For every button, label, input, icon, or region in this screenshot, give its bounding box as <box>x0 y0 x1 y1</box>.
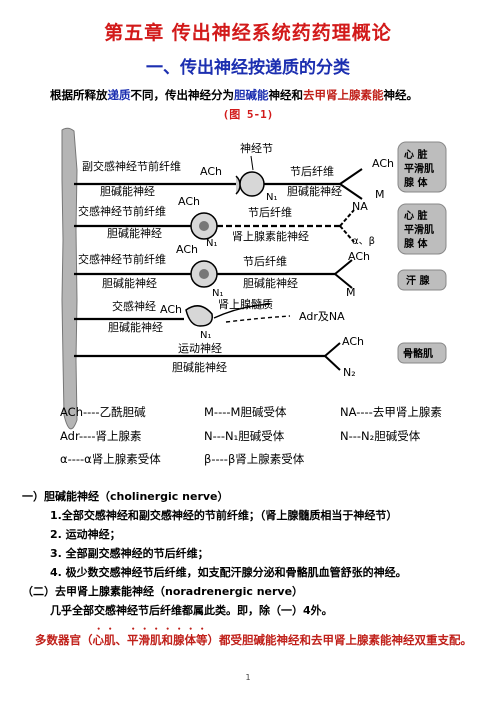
row2-post-label: 节后纤维 <box>248 206 292 219</box>
row4-post-label: 肾上腺髓质 <box>218 297 273 311</box>
row3-post-label: 节后纤维 <box>243 255 287 268</box>
row1-ach-post: ACh <box>372 157 394 170</box>
row5-pre-label: 运动神经 <box>178 341 222 355</box>
closing-part-a: 多数器官（ <box>35 633 93 647</box>
row2-receptor: α、β <box>352 236 375 247</box>
intro-highlight-adrenergic: 去甲肾上腺素能 <box>303 88 384 102</box>
row2-post-sub: 肾上腺素能神经 <box>232 229 309 243</box>
body-line-5: 4. 极少数交感神经节后纤维，如支配汗腺分泌和骨骼肌血管舒张的神经。 <box>50 566 407 579</box>
intro-part-3: 不同，传出神经分为 <box>130 88 235 102</box>
row4-pre-sub: 胆碱能神经 <box>108 320 163 334</box>
intro-highlight-transmitter: 递质 <box>107 88 131 102</box>
row4-post-sub: Adr及NA <box>299 310 345 323</box>
closing-organs-emphasis: 心肌、平滑肌和腺体等 <box>92 633 208 647</box>
row3-ach-pre: ACh <box>176 243 198 256</box>
row-1: 副交感神经节前纤维 胆碱能神经 ACh 神经节 N₁ 节后纤维 胆碱能神经 AC… <box>74 141 394 203</box>
body-line-2: 1.全部交感神经和副交感神经的节前纤维；（肾上腺髓质相当于神经节） <box>50 509 398 522</box>
organ-gland-1: 腺 体 <box>404 176 428 189</box>
legend-n1: N---N₁胆碱受体 <box>204 429 285 443</box>
row-3: 交感神经节前纤维 胆碱能神经 ACh N₁ 节后纤维 胆碱能神经 ACh M <box>74 243 370 299</box>
body-line-6: （二）去甲肾上腺素能神经（noradrenergic nerve） <box>22 585 304 598</box>
organ-box-3: 汗 腺 <box>397 269 447 291</box>
row1-n1: N₁ <box>266 192 278 203</box>
intro-part-1: 根据所释放 <box>50 88 108 102</box>
row1-ganglion-label: 神经节 <box>240 141 273 155</box>
organ-box-1: 心 脏 平滑肌 腺 体 <box>397 141 447 193</box>
body-line-1: 一）胆碱能神经（cholinergic nerve） <box>22 490 229 503</box>
legend-beta: β----β肾上腺素受体 <box>204 452 305 466</box>
figure-reference: (图 5-1) <box>222 108 274 121</box>
legend-m: M----M胆碱受体 <box>204 405 287 419</box>
intro-paragraph: 根据所释放递质不同，传出神经分为胆碱能神经和去甲肾上腺素能神经。 <box>50 87 418 103</box>
legend-adr: Adr----肾上腺素 <box>60 429 142 443</box>
row-5: 运动神经 胆碱能神经 ACh N₂ <box>74 335 364 379</box>
organ-box-2: 心 脏 平滑肌 腺 体 <box>397 203 447 255</box>
body-line-3: 2. 运动神经； <box>50 528 121 541</box>
closing-part-c: ）都受胆碱能神经和去甲肾上腺素能神经双重支配。 <box>207 633 473 647</box>
row3-n1: N₁ <box>212 288 224 299</box>
body-line-7: 几乎全部交感神经节后纤维都属此类。即，除（一）4外。 <box>50 604 333 617</box>
row3-pre-label: 交感神经节前纤维 <box>78 252 166 266</box>
row4-ach-pre: ACh <box>160 303 182 316</box>
row3-post-sub: 胆碱能神经 <box>243 276 298 290</box>
intro-part-7: 神经。 <box>383 88 419 102</box>
intro-highlight-cholinergic: 胆碱能 <box>234 88 269 102</box>
row1-pre-sub: 胆碱能神经 <box>100 184 155 198</box>
row1-post-label: 节后纤维 <box>290 165 334 178</box>
row3-receptor: M <box>346 286 356 299</box>
row4-n1: N₁ <box>200 330 212 341</box>
legend-alpha: α----α肾上腺素受体 <box>60 452 161 466</box>
body-line-4: 3. 全部副交感神经的节后纤维； <box>50 547 209 560</box>
legend-ach: ACh----乙酰胆碱 <box>60 405 146 419</box>
row-2: 交感神经节前纤维 胆碱能神经 ACh N₁ 节后纤维 肾上腺素能神经 NA α、… <box>74 195 375 249</box>
row2-trans-post: NA <box>352 200 368 213</box>
organ-heart-2: 心 脏 <box>404 209 427 222</box>
organ-gland-2: 腺 体 <box>404 237 428 250</box>
organ-smooth-muscle-1: 平滑肌 <box>404 162 434 175</box>
intro-part-5: 神经和 <box>268 88 304 102</box>
row1-post-sub: 胆碱能神经 <box>287 184 342 198</box>
organ-skeletal-muscle: 骨骼肌 <box>403 347 433 360</box>
spinal-cord <box>61 127 78 430</box>
row2-ach-pre: ACh <box>178 195 200 208</box>
organ-smooth-muscle-2: 平滑肌 <box>404 223 434 236</box>
row2-pre-label: 交感神经节前纤维 <box>78 204 166 218</box>
row5-ach-post: ACh <box>342 335 364 348</box>
row4-adrenal-medulla <box>185 305 213 327</box>
legend-n2: N---N₂胆碱受体 <box>340 429 421 443</box>
diagram-legend: ACh----乙酰胆碱 M----M胆碱受体 NA----去甲肾上腺素 Adr-… <box>60 405 442 466</box>
row3-ach-post: ACh <box>348 250 370 263</box>
chapter-title: 第五章 传出神经系统药药理概论 <box>104 22 392 44</box>
row1-ganglion <box>239 171 265 197</box>
page-number: 1 <box>245 673 251 682</box>
row5-pre-sub: 胆碱能神经 <box>172 360 227 374</box>
organ-heart-1: 心 脏 <box>404 148 427 161</box>
row2-pre-sub: 胆碱能神经 <box>107 226 162 240</box>
row5-receptor: N₂ <box>343 366 356 379</box>
row1-receptor: M <box>375 188 385 201</box>
section-title: 一、传出神经按递质的分类 <box>146 58 350 78</box>
row2-n1: N₁ <box>206 238 218 249</box>
legend-na: NA----去甲肾上腺素 <box>340 405 442 419</box>
organ-box-4: 骨骼肌 <box>397 342 447 364</box>
row1-ach-pre: ACh <box>200 165 222 178</box>
closing-paragraph: 多数器官（心肌、平滑肌和腺体等）都受胆碱能神经和去甲肾上腺素能神经双重支配。 <box>35 626 475 651</box>
row1-pre-label: 副交感神经节前纤维 <box>82 159 181 173</box>
row3-pre-sub: 胆碱能神经 <box>102 276 157 290</box>
row4-pre-label: 交感神经 <box>112 299 156 313</box>
row-4: 交感神经 胆碱能神经 ACh N₁ 肾上腺髓质 Adr及NA <box>74 297 345 341</box>
organ-sweat-gland: 汗 腺 <box>406 274 430 287</box>
